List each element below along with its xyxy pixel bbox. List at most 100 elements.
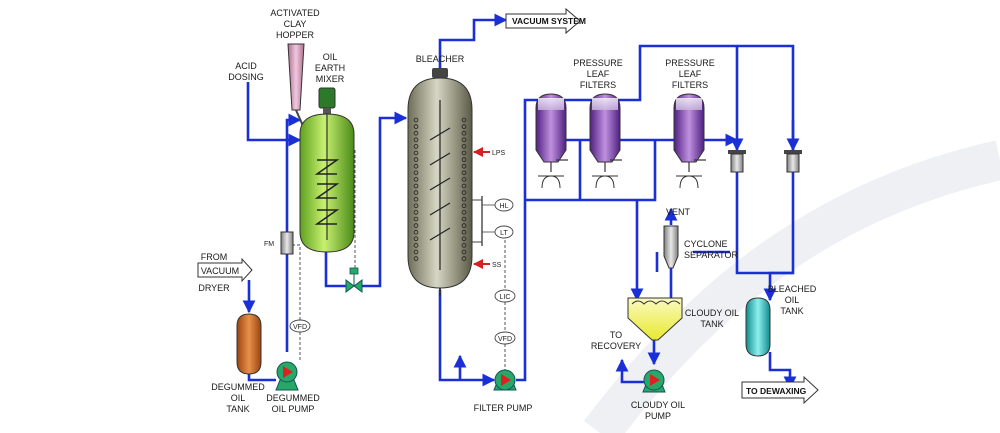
filters-2-line3: FILTERS bbox=[672, 80, 708, 90]
heating-coil-dot bbox=[461, 124, 467, 129]
ss-label: SS bbox=[492, 262, 502, 269]
heating-coil-dot bbox=[413, 183, 419, 189]
filter-top bbox=[676, 98, 702, 110]
pump-base bbox=[275, 379, 299, 391]
bleacher-heating-coils bbox=[413, 117, 467, 261]
heating-coil-dot bbox=[413, 236, 419, 242]
bleached-tank-line2: OIL bbox=[785, 295, 800, 305]
heating-coil-dot bbox=[461, 216, 467, 222]
cloudy-tank-vessel-icon bbox=[627, 297, 683, 341]
vfd-right-label: VFD bbox=[498, 336, 512, 343]
lic-label: LIC bbox=[500, 294, 511, 301]
pump-rotor-icon bbox=[501, 374, 511, 386]
heating-coil-dot bbox=[461, 137, 467, 143]
from-vacuum-dryer: FROM VACUUM DRYER bbox=[197, 252, 253, 293]
pipe-filter-return bbox=[525, 140, 657, 202]
polishing-filter-1 bbox=[728, 150, 746, 173]
vacuum-system-outlet: VACUUM SYSTEM bbox=[505, 7, 586, 35]
hopper-label-line2: CLAY bbox=[284, 19, 307, 29]
vacuum-system-label: VACUUM SYSTEM bbox=[512, 16, 586, 26]
mixer-label-line1: OIL bbox=[323, 52, 338, 62]
degummed-oil-pump[interactable]: DEGUMMED OIL PUMP bbox=[266, 361, 320, 414]
pressure-leaf-filter-1 bbox=[535, 93, 568, 189]
activated-clay-hopper: ACTIVATED CLAY HOPPER bbox=[270, 8, 320, 127]
filter-discharge-chute bbox=[676, 175, 702, 189]
hopper-body-icon bbox=[287, 43, 305, 111]
degummed-pump-line1: DEGUMMED bbox=[266, 393, 320, 403]
heating-coil-dot bbox=[413, 117, 419, 123]
cloudy-oil-tank: CLOUDY OIL TANK bbox=[627, 297, 739, 341]
from-dryer-line3: DRYER bbox=[198, 283, 230, 293]
arrow-icon bbox=[741, 375, 819, 405]
heating-coil-dot bbox=[413, 130, 419, 136]
bleacher: BLEACHER bbox=[407, 54, 473, 296]
to-dewaxing-outlet: TO DEWAXING bbox=[741, 375, 819, 405]
heating-coil-dot bbox=[461, 170, 467, 176]
flow-meter-icon bbox=[280, 231, 294, 255]
polish-filter-cap bbox=[784, 150, 802, 154]
heating-coil-dot bbox=[461, 229, 467, 235]
heating-coil-dot bbox=[461, 196, 467, 202]
heating-coil-dot bbox=[461, 223, 467, 228]
heating-coil-dot bbox=[461, 157, 467, 162]
vent: VENT bbox=[666, 207, 691, 217]
pipe-bleacher-to-pump bbox=[438, 290, 496, 387]
vfd-right-icon bbox=[494, 331, 516, 345]
heating-coil-dot bbox=[413, 243, 419, 248]
cloudy-tank-surface bbox=[631, 300, 681, 305]
filters-2-line2: LEAF bbox=[679, 69, 702, 79]
mixer-outlet-valve[interactable] bbox=[345, 267, 363, 293]
degummed-tank-line2: OIL bbox=[231, 393, 246, 403]
heating-coil-dot bbox=[413, 170, 419, 176]
pressure-leaf-filter-3: PRESSURE LEAF FILTERS bbox=[665, 58, 715, 189]
filter-icon bbox=[730, 153, 744, 173]
hopper-label-line1: ACTIVATED bbox=[270, 8, 320, 18]
lps-steam-inlet: LPS bbox=[473, 147, 506, 157]
degummed-tank-line3: TANK bbox=[226, 404, 249, 414]
pipe-acid-dosing bbox=[246, 82, 302, 147]
lt-instrument-icon bbox=[494, 225, 514, 239]
ss-steam-inlet: SS bbox=[473, 259, 502, 269]
heating-coil-dot bbox=[461, 177, 467, 182]
degummed-tank-vessel-icon bbox=[236, 313, 262, 375]
lt-label: LT bbox=[500, 230, 508, 237]
filters-1-line3: FILTERS bbox=[580, 80, 616, 90]
to-recovery-line2: RECOVERY bbox=[591, 341, 641, 351]
pump-rotor-icon bbox=[283, 366, 293, 378]
hopper-label-line3: HOPPER bbox=[276, 30, 315, 40]
heating-coil-dot bbox=[461, 249, 467, 255]
flow-meter: FM bbox=[264, 231, 294, 255]
heating-coil-dot bbox=[461, 150, 467, 156]
filter-discharge-chute bbox=[538, 175, 564, 189]
heating-coil-dot bbox=[413, 157, 419, 162]
cloudy-oil-pump[interactable]: CLOUDY OIL PUMP bbox=[631, 369, 685, 421]
heating-coil-dot bbox=[461, 256, 467, 261]
heating-coil-dot bbox=[461, 130, 467, 136]
vfd-left-icon bbox=[289, 319, 311, 333]
heating-coil-dot bbox=[413, 216, 419, 222]
heating-coil-dot bbox=[413, 223, 419, 228]
acid-dosing-line1: ACID bbox=[235, 61, 257, 71]
filters-2-line1: PRESSURE bbox=[665, 58, 715, 68]
bleacher-agitator-icon bbox=[429, 127, 451, 241]
heating-coil-dot bbox=[413, 229, 419, 235]
fm-label: FM bbox=[264, 241, 274, 248]
heating-coil-dot bbox=[461, 203, 467, 209]
heating-coil-dot bbox=[461, 243, 467, 248]
heating-coil-dot bbox=[461, 117, 467, 123]
filter-pump[interactable]: FILTER PUMP bbox=[474, 369, 533, 413]
hl-label: HL bbox=[500, 203, 509, 210]
valve-actuator-icon bbox=[349, 267, 359, 275]
pressure-leaf-filter-2: PRESSURE LEAF FILTERS bbox=[573, 58, 623, 189]
degummed-pump-line2: OIL PUMP bbox=[272, 404, 315, 414]
filter-icon bbox=[786, 153, 800, 173]
filter-pump-label: FILTER PUMP bbox=[474, 403, 533, 413]
pipe-to-bleached-tank bbox=[763, 172, 795, 302]
heating-coil-dot bbox=[461, 144, 467, 149]
arrow-icon bbox=[505, 7, 581, 35]
cyclone-line2: SEPARATOR bbox=[684, 250, 739, 260]
cyclone-line1: CYCLONE bbox=[684, 239, 728, 249]
cyclone-separator: CYCLONE SEPARATOR bbox=[663, 225, 739, 269]
